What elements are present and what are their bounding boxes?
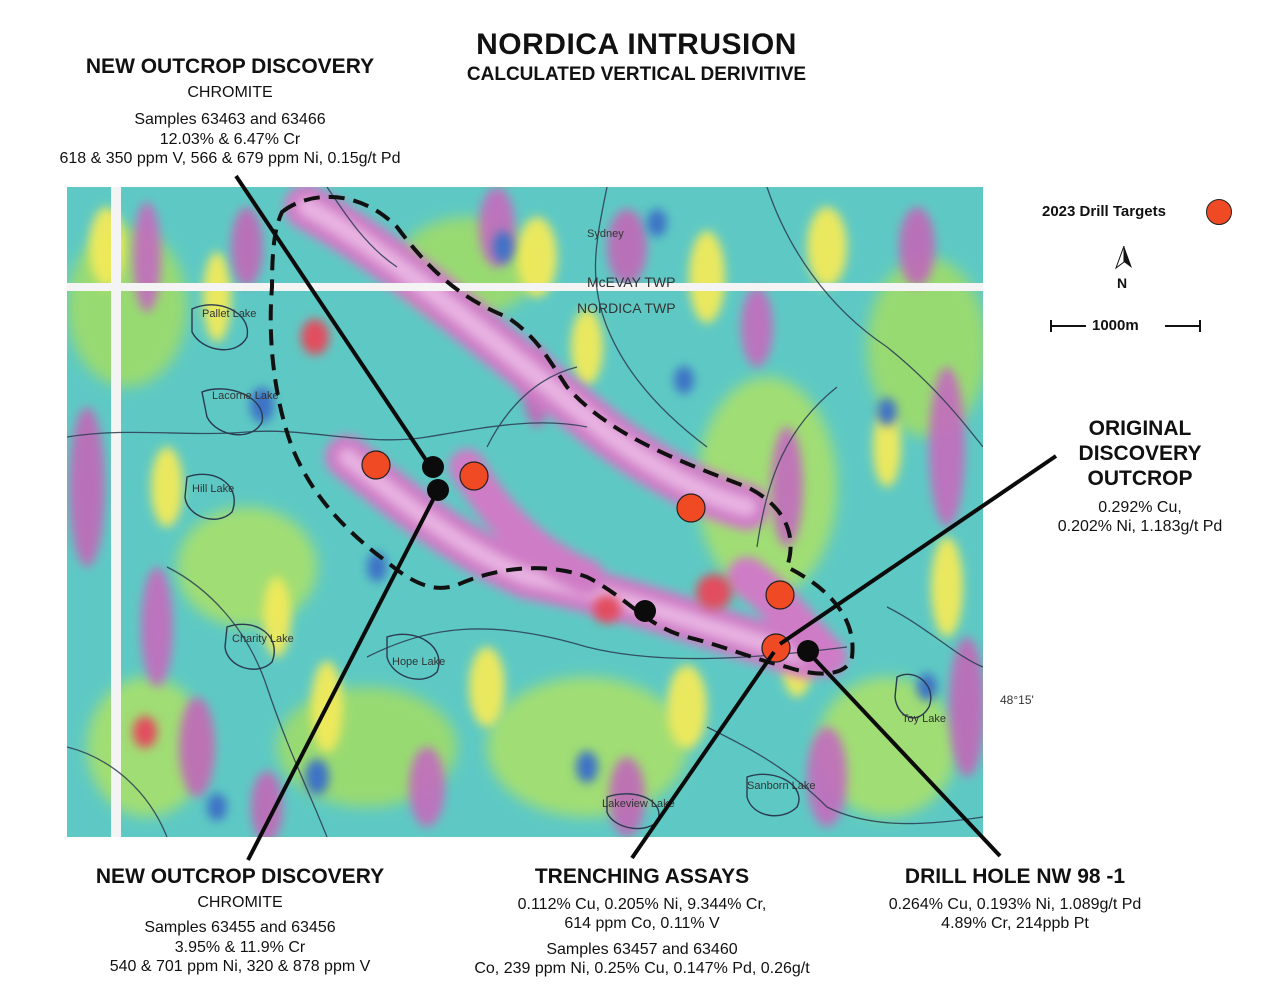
callout-heading-line: OUTCROP	[1087, 467, 1193, 491]
callout-heading: NEW OUTCROP DISCOVERY	[85, 55, 375, 78]
north-label: N	[1117, 275, 1128, 291]
lake-label: Lacorne Lake	[212, 390, 279, 402]
leader-line-bottom-left	[246, 489, 440, 861]
road-horizontal	[67, 283, 983, 291]
callout-original-discovery: ORIGINAL DISCOVERY OUTCROP 0.292% Cu, 0.…	[1020, 416, 1260, 536]
topo-lines	[67, 187, 983, 837]
anomaly-blue-spots	[207, 209, 937, 821]
callout-line: 618 & 350 ppm V, 566 & 679 ppm Ni, 0.15g…	[59, 149, 401, 167]
place-label: Sydney	[587, 228, 624, 240]
intrusion-outline	[268, 194, 855, 676]
township-label: McEVAY TWP	[587, 274, 675, 290]
lake-label: Hope Lake	[392, 656, 445, 668]
lake-label: Lakeview Lake	[602, 798, 675, 810]
anomaly-red-spots	[133, 319, 732, 748]
map-subtitle: CALCULATED VERTICAL DERIVITIVE	[466, 64, 807, 85]
callout-line: Samples 63455 and 63456	[144, 919, 336, 937]
leader-line-original	[778, 454, 1058, 646]
drill-target-marker[interactable]	[676, 493, 706, 523]
lake-label: Pallet Lake	[202, 308, 256, 320]
legend-label: 2023 Drill Targets	[1042, 203, 1166, 220]
leader-line-drill	[806, 650, 1002, 858]
callout-heading: TRENCHING ASSAYS	[534, 865, 750, 888]
magnetic-map: McEVAY TWP NORDICA TWP Sydney Pallet Lak…	[67, 187, 983, 837]
callout-line: 0.292% Cu,	[1098, 498, 1182, 516]
callout-new-outcrop-bottom: NEW OUTCROP DISCOVERY CHROMITE Samples 6…	[50, 864, 430, 976]
callout-line: 0.112% Cu, 0.205% Ni, 9.344% Cr,	[517, 896, 767, 914]
leader-line-trenching	[630, 650, 776, 860]
callout-line: 540 & 701 ppm Ni, 320 & 878 ppm V	[109, 957, 371, 975]
callout-heading-line: ORIGINAL	[1088, 417, 1192, 440]
drill-target-marker[interactable]	[361, 450, 391, 480]
callout-line: 12.03% & 6.47% Cr	[159, 130, 301, 148]
scale-bar	[1050, 320, 1201, 332]
lake-label: Sanborn Lake	[747, 780, 816, 792]
lake-label: Toy Lake	[902, 713, 946, 725]
callout-line: Samples 63463 and 63466	[134, 111, 326, 129]
north-arrow-icon	[1114, 246, 1132, 270]
map-title: NORDICA INTRUSION	[476, 28, 797, 61]
callout-heading: NEW OUTCROP DISCOVERY	[95, 865, 385, 888]
callout-line: Co, 239 ppm Ni, 0.25% Cu, 0.147% Pd, 0.2…	[474, 959, 810, 977]
sample-location-marker[interactable]	[634, 600, 656, 622]
callout-sub: CHROMITE	[187, 84, 273, 102]
callout-trenching-assays: TRENCHING ASSAYS 0.112% Cu, 0.205% Ni, 9…	[430, 864, 854, 978]
callout-line: 0.202% Ni, 1.183g/t Pd	[1057, 517, 1223, 535]
legend-drill-target-marker	[1206, 199, 1232, 225]
scale-label: 1000m	[1092, 317, 1139, 334]
leader-line-top-left	[234, 174, 432, 468]
callout-heading: DRILL HOLE NW 98 -1	[904, 865, 1126, 888]
callout-line: 0.264% Cu, 0.193% Ni, 1.089g/t Pd	[888, 896, 1142, 914]
callout-sub: CHROMITE	[197, 894, 283, 912]
drill-target-marker[interactable]	[459, 461, 489, 491]
lake-label: Hill Lake	[192, 483, 234, 495]
lake-label: Charity Lake	[232, 633, 294, 645]
callout-line: 4.89% Cr, 214ppb Pt	[941, 915, 1089, 933]
callout-line: Samples 63457 and 63460	[546, 940, 738, 958]
drill-targets	[361, 450, 795, 663]
callout-drill-hole: DRILL HOLE NW 98 -1 0.264% Cu, 0.193% Ni…	[855, 864, 1175, 934]
latitude-label: 48°15'	[1000, 693, 1034, 707]
township-label: NORDICA TWP	[577, 300, 676, 316]
callout-line: 614 ppm Co, 0.11% V	[564, 915, 720, 933]
callout-heading-line: DISCOVERY	[1078, 442, 1202, 466]
anomaly-magenta-zones	[69, 187, 983, 837]
callout-new-outcrop-top: NEW OUTCROP DISCOVERY CHROMITE Samples 6…	[20, 54, 440, 168]
callout-line: 3.95% & 11.9% Cr	[174, 938, 306, 956]
road-vertical	[111, 187, 121, 837]
drill-target-marker[interactable]	[765, 580, 795, 610]
